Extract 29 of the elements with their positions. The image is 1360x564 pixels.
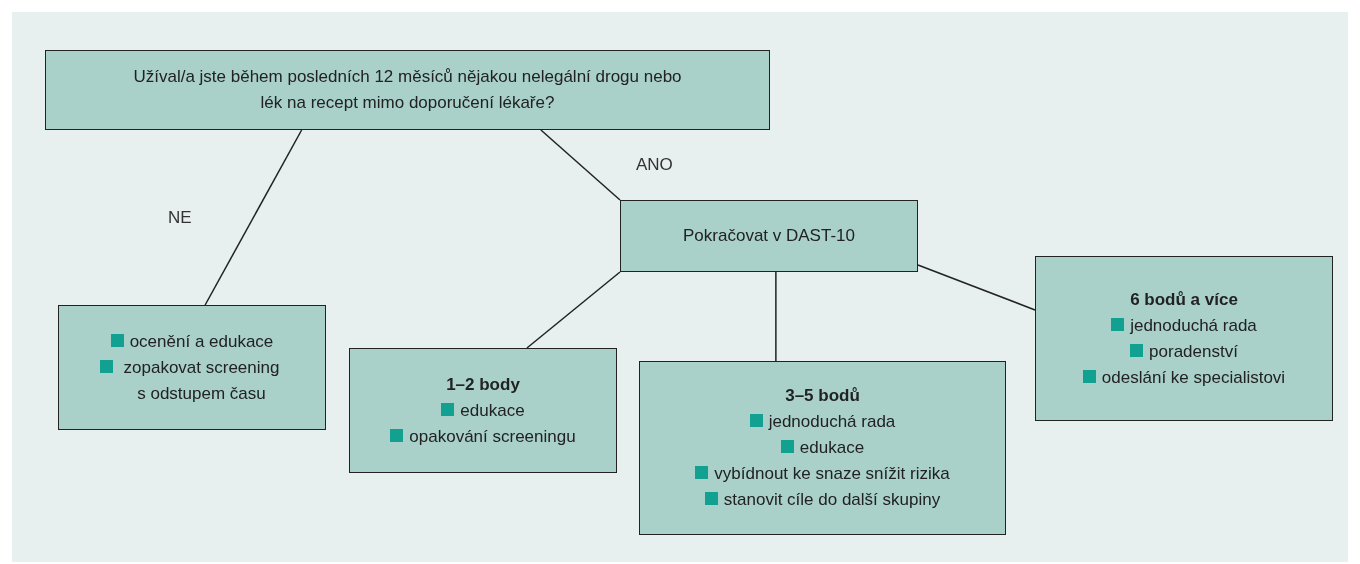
- list-item: jednoduchá rada: [768, 411, 896, 433]
- list-item: zopakovat screening s odstupem času: [122, 356, 281, 405]
- list-item: jednoduchá rada: [1130, 314, 1257, 337]
- box-text: Užíval/a jste během posledních 12 měsíců nějakou nelegální drogu nebo lék na recept mimo doporučení lékaře?: [132, 66, 683, 114]
- process-box: [58, 305, 326, 430]
- list-item: poradenství: [1149, 340, 1238, 363]
- box-text: Pokračovat v DAST-10: [683, 225, 855, 247]
- question-box: [45, 50, 770, 130]
- list-item: stanovit cíle do další skupiny: [723, 489, 941, 511]
- edge-label: NE: [168, 208, 192, 228]
- list-item: edukace: [460, 399, 525, 422]
- process-box: [639, 361, 1006, 535]
- box-heading: 6 bodů a více: [1130, 288, 1238, 311]
- connector-line: [204, 129, 303, 306]
- list-item: odeslání ke specialistovi: [1101, 366, 1286, 389]
- list-item: vybídnout ke snaze snížit rizika: [714, 463, 950, 485]
- box-heading: 1–2 body: [446, 373, 520, 396]
- connector-line: [917, 264, 1036, 311]
- list-item: edukace: [799, 437, 865, 459]
- list-item: opakování screeningu: [409, 425, 576, 448]
- process-box: [620, 200, 918, 272]
- connector-line: [526, 271, 621, 349]
- process-box: [1035, 256, 1333, 421]
- connector-line: [775, 271, 777, 362]
- list-item: ocenění a edukace: [129, 330, 274, 353]
- edge-label: ANO: [636, 155, 673, 175]
- box-heading: 3–5 bodů: [785, 385, 860, 407]
- process-box: [349, 348, 617, 473]
- connector-line: [540, 129, 621, 201]
